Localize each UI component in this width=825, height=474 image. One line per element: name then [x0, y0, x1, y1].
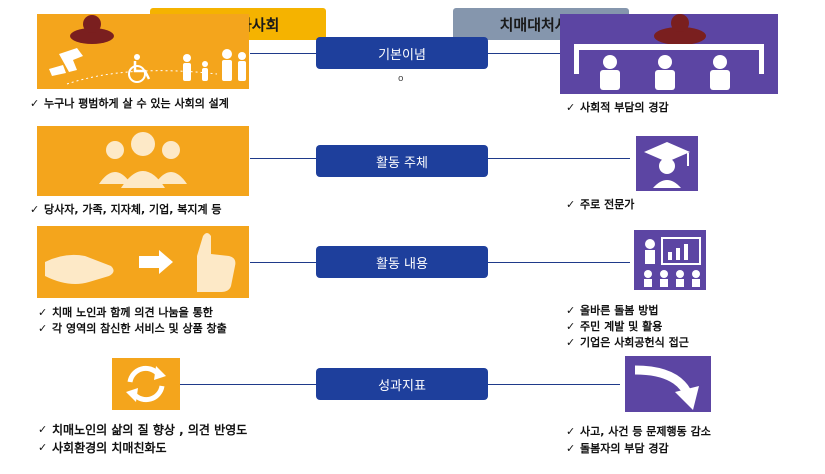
checkmark-icon: ✓ — [38, 441, 48, 454]
checkmark-icon: ✓ — [30, 96, 40, 110]
checkmark-icon: ✓ — [566, 335, 576, 349]
row4-right-item: ✓ 사고, 사건 등 문제행동 감소 — [566, 424, 711, 439]
checkmark-icon: ✓ — [38, 305, 48, 319]
checkmark-icon: ✓ — [38, 321, 48, 335]
group-supporting-beam-icon — [574, 14, 764, 90]
row1-right-item: ✓ 사회적 부담의 경감 — [566, 100, 669, 115]
checkmark-icon: ✓ — [566, 441, 576, 455]
row3-right-item: ✓ 기업은 사회공헌식 접근 — [566, 335, 689, 350]
stray-mark: o — [398, 74, 404, 84]
row4-right-item: ✓ 돌봄자의 부담 경감 — [566, 441, 669, 456]
people-group-icon — [99, 132, 187, 188]
center-label-actors: 활동 주체 — [316, 145, 488, 177]
curved-down-arrow-icon — [634, 365, 699, 410]
center-label-indicators: 성과지표 — [316, 368, 488, 400]
row1-right-image — [560, 14, 778, 94]
row4-left-item: ✓ 사회환경의 치매친화도 — [38, 441, 167, 455]
row1-left-image — [37, 14, 249, 89]
refresh-cycle-icon — [126, 365, 166, 403]
row4-left-item: ✓ 치매노인의 삶의 질 향상 , 의견 반영도 — [38, 423, 248, 437]
checkmark-icon: ✓ — [566, 424, 576, 438]
center-label-activities: 활동 내용 — [316, 246, 488, 278]
checkmark-icon: ✓ — [566, 319, 576, 333]
row2-left-image — [37, 126, 249, 196]
checkmark-icon: ✓ — [566, 100, 576, 114]
checkmark-icon: ✓ — [38, 423, 48, 436]
checkmark-icon: ✓ — [30, 202, 40, 216]
row3-right-item: ✓ 주민 계발 및 활용 — [566, 319, 663, 334]
row1-left-item: ✓ 누구나 평범하게 살 수 있는 사회의 설계 — [30, 96, 229, 111]
row3-left-item: ✓ 치매 노인과 함께 의견 나눔을 통한 — [38, 305, 213, 320]
row2-right-image — [636, 136, 698, 191]
family-wheelchair-people-icon — [49, 15, 246, 85]
center-label-basic-idea: 기본이념 — [316, 37, 488, 69]
row3-right-item: ✓ 올바른 돌봄 방법 — [566, 303, 659, 318]
row2-left-item: ✓ 당사자, 가족, 지자체, 기업, 복지계 등 — [30, 202, 222, 217]
row4-left-image — [112, 358, 180, 410]
row2-right-item: ✓ 주로 전문가 — [566, 197, 635, 212]
row3-left-image — [37, 226, 249, 298]
row3-left-item: ✓ 각 영역의 참신한 서비스 및 상품 창출 — [38, 321, 227, 336]
checkmark-icon: ✓ — [566, 303, 576, 317]
presentation-audience-icon — [644, 237, 701, 287]
row4-right-image — [625, 356, 711, 412]
handshake-arrow-hand-icon — [45, 233, 236, 292]
checkmark-icon: ✓ — [566, 197, 576, 211]
graduate-cap-icon — [644, 142, 690, 188]
row3-right-image — [634, 230, 706, 290]
